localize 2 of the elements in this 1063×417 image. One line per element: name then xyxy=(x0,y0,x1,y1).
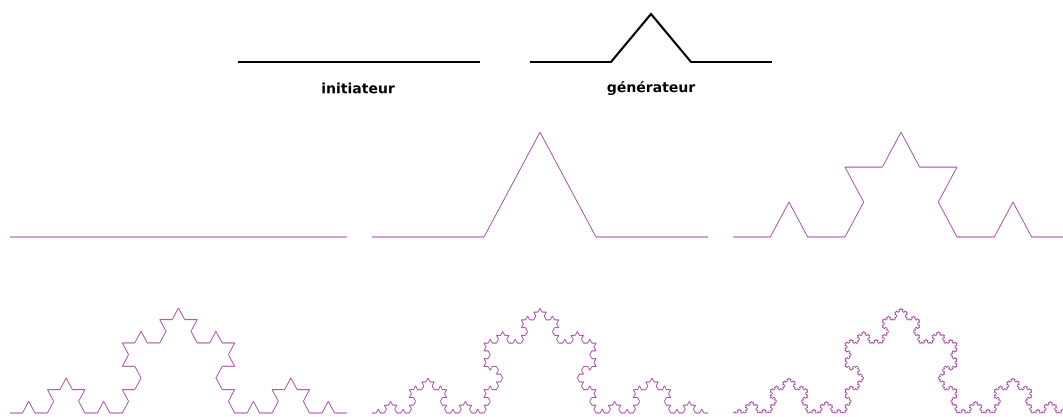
curve-label: initiateur xyxy=(322,82,395,94)
curve-label: générateur xyxy=(607,80,696,96)
